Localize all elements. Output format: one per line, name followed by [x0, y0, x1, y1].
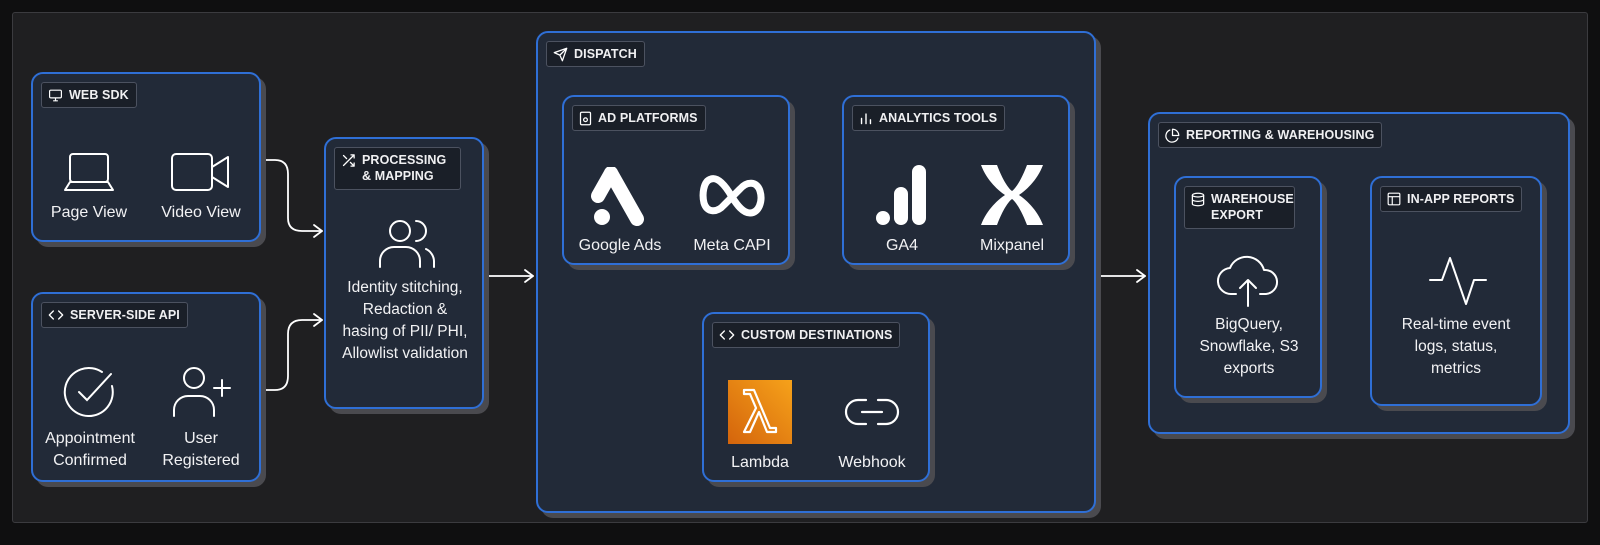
web-sdk-badge: WEB SDK [41, 82, 137, 109]
mixpanel-label: Mixpanel [979, 237, 1045, 254]
dispatch-badge: DISPATCH [546, 41, 645, 68]
in-app-reports-description: Real-time event logs, status, metrics [1401, 316, 1511, 377]
users-icon [379, 220, 435, 268]
analytics-tools-badge: ANALYTICS TOOLS [852, 105, 1006, 132]
ad-platforms-badge: AD PLATFORMS [572, 105, 706, 132]
google-ads-item: Google Ads [570, 167, 670, 257]
mixpanel-icon [981, 165, 1043, 225]
analytics-tools-box: ANALYTICS TOOLS GA4 Mixpanel [842, 95, 1070, 265]
lambda-item: Lambda [710, 380, 810, 474]
ad-platforms-box: AD PLATFORMS Google Ads Meta CAPI [562, 95, 790, 265]
link-icon [844, 398, 900, 426]
ga4-item: GA4 [852, 163, 952, 257]
reporting-badge: REPORTING & WAREHOUSING [1158, 122, 1383, 149]
server-api-badge: SERVER-SIDE API [41, 302, 188, 329]
ga4-icon [876, 165, 926, 225]
send-icon [553, 47, 568, 61]
custom-destinations-box: CUSTOM DESTINATIONS Lambda Webhook [702, 312, 930, 482]
lambda-label: Lambda [731, 454, 789, 471]
custom-destinations-badge: CUSTOM DESTINATIONS [712, 322, 901, 349]
in-app-reports-badge: IN-APP REPORTS [1380, 186, 1523, 213]
google-ads-icon [591, 167, 644, 226]
user-registered-item: User Registered [151, 364, 251, 472]
user-plus-icon [173, 367, 231, 417]
warehouse-export-description: BigQuery, Snowflake, S3 exports [1199, 316, 1299, 377]
shuffle-icon [342, 154, 355, 167]
bar-chart-icon [860, 112, 872, 124]
processing-box: PROCESSING & MAPPING Identity stitching,… [324, 137, 484, 409]
layout-icon [1387, 192, 1401, 206]
mixpanel-item: Mixpanel [962, 163, 1062, 257]
user-registered-label: User Registered [162, 430, 240, 469]
webhook-item: Webhook [822, 380, 922, 474]
in-app-reports-box: IN-APP REPORTS Real-time event logs, sta… [1370, 176, 1542, 406]
reporting-box: REPORTING & WAREHOUSING WAREHOUSE EXPORT… [1148, 112, 1570, 434]
meta-capi-item: Meta CAPI [682, 167, 782, 257]
processing-badge: PROCESSING & MAPPING [334, 147, 461, 190]
laptop-icon [64, 153, 114, 191]
cloud-upload-icon [1217, 255, 1278, 307]
code-icon [719, 330, 735, 340]
dispatch-box: DISPATCH AD PLATFORMS Google Ads Meta CA… [536, 31, 1096, 513]
activity-icon [1429, 257, 1487, 305]
pie-chart-icon [1165, 128, 1180, 143]
monitor-icon [49, 89, 62, 102]
page-view-label: Page View [50, 204, 128, 221]
meta-icon [699, 175, 765, 217]
google-ads-label: Google Ads [578, 237, 662, 254]
webhook-label: Webhook [838, 454, 906, 471]
code-icon [48, 310, 64, 320]
video-icon [171, 153, 229, 191]
speaker-icon [579, 111, 592, 125]
database-icon [1191, 192, 1205, 207]
lambda-icon [728, 380, 792, 444]
page-view-item: Page View [39, 150, 139, 224]
web-sdk-box: WEB SDK Page View Video View [31, 72, 261, 242]
appointment-confirmed-item: Appointment Confirmed [35, 364, 145, 472]
ga4-label: GA4 [885, 237, 918, 254]
check-circle-icon [63, 367, 114, 418]
server-api-box: SERVER-SIDE API Appointment Confirmed Us… [31, 292, 261, 482]
processing-description: Identity stitching, Redaction & hasing o… [342, 279, 468, 362]
meta-capi-label: Meta CAPI [693, 237, 771, 254]
appointment-confirmed-label: Appointment Confirmed [45, 430, 135, 469]
video-view-label: Video View [161, 204, 241, 221]
video-view-item: Video View [151, 150, 251, 224]
warehouse-export-box: WAREHOUSE EXPORT BigQuery, Snowflake, S3… [1174, 176, 1322, 398]
warehouse-export-badge: WAREHOUSE EXPORT [1184, 186, 1295, 229]
